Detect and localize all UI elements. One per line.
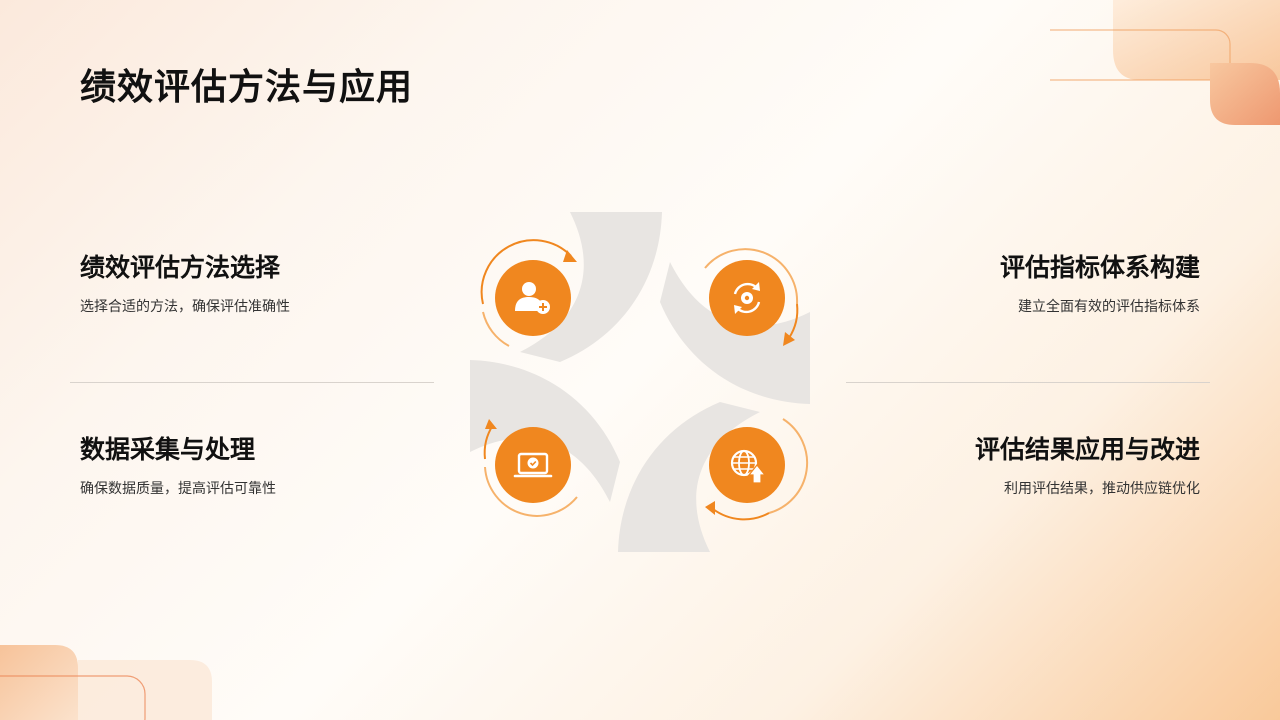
item-title: 绩效评估方法选择 xyxy=(80,253,281,282)
item-description: 确保数据质量，提高评估可靠性 xyxy=(80,481,276,497)
globe-upload-icon xyxy=(730,449,767,484)
divider-right xyxy=(846,382,1210,383)
item-data-collection: 数据采集与处理 确保数据质量，提高评估可靠性 xyxy=(80,430,440,498)
laptop-check-icon xyxy=(513,452,553,478)
item-method-selection: 绩效评估方法选择 选择合适的方法，确保评估准确性 xyxy=(80,248,440,316)
user-add-icon xyxy=(515,282,550,314)
icon-circle-user-add xyxy=(463,228,603,368)
item-indicator-system: 评估指标体系构建 建立全面有效的评估指标体系 xyxy=(840,248,1200,316)
icon-circle-laptop-check xyxy=(463,395,603,535)
corner-decoration-top-right xyxy=(1050,0,1280,125)
item-title: 评估结果应用与改进 xyxy=(974,435,1200,464)
corner-decoration-bottom-left xyxy=(0,645,212,720)
icon-circle-globe-upload xyxy=(677,395,817,535)
item-title: 数据采集与处理 xyxy=(80,435,256,464)
divider-left xyxy=(70,382,434,383)
item-description: 选择合适的方法，确保评估准确性 xyxy=(80,299,290,315)
item-title: 评估指标体系构建 xyxy=(999,253,1200,282)
item-description: 建立全面有效的评估指标体系 xyxy=(1018,299,1200,315)
item-result-application: 评估结果应用与改进 利用评估结果，推动供应链优化 xyxy=(840,430,1200,498)
page-title: 绩效评估方法与应用 xyxy=(80,67,414,108)
item-description: 利用评估结果，推动供应链优化 xyxy=(1004,481,1200,497)
refresh-gear-icon xyxy=(733,282,761,314)
icon-circle-refresh-gear xyxy=(677,228,817,368)
